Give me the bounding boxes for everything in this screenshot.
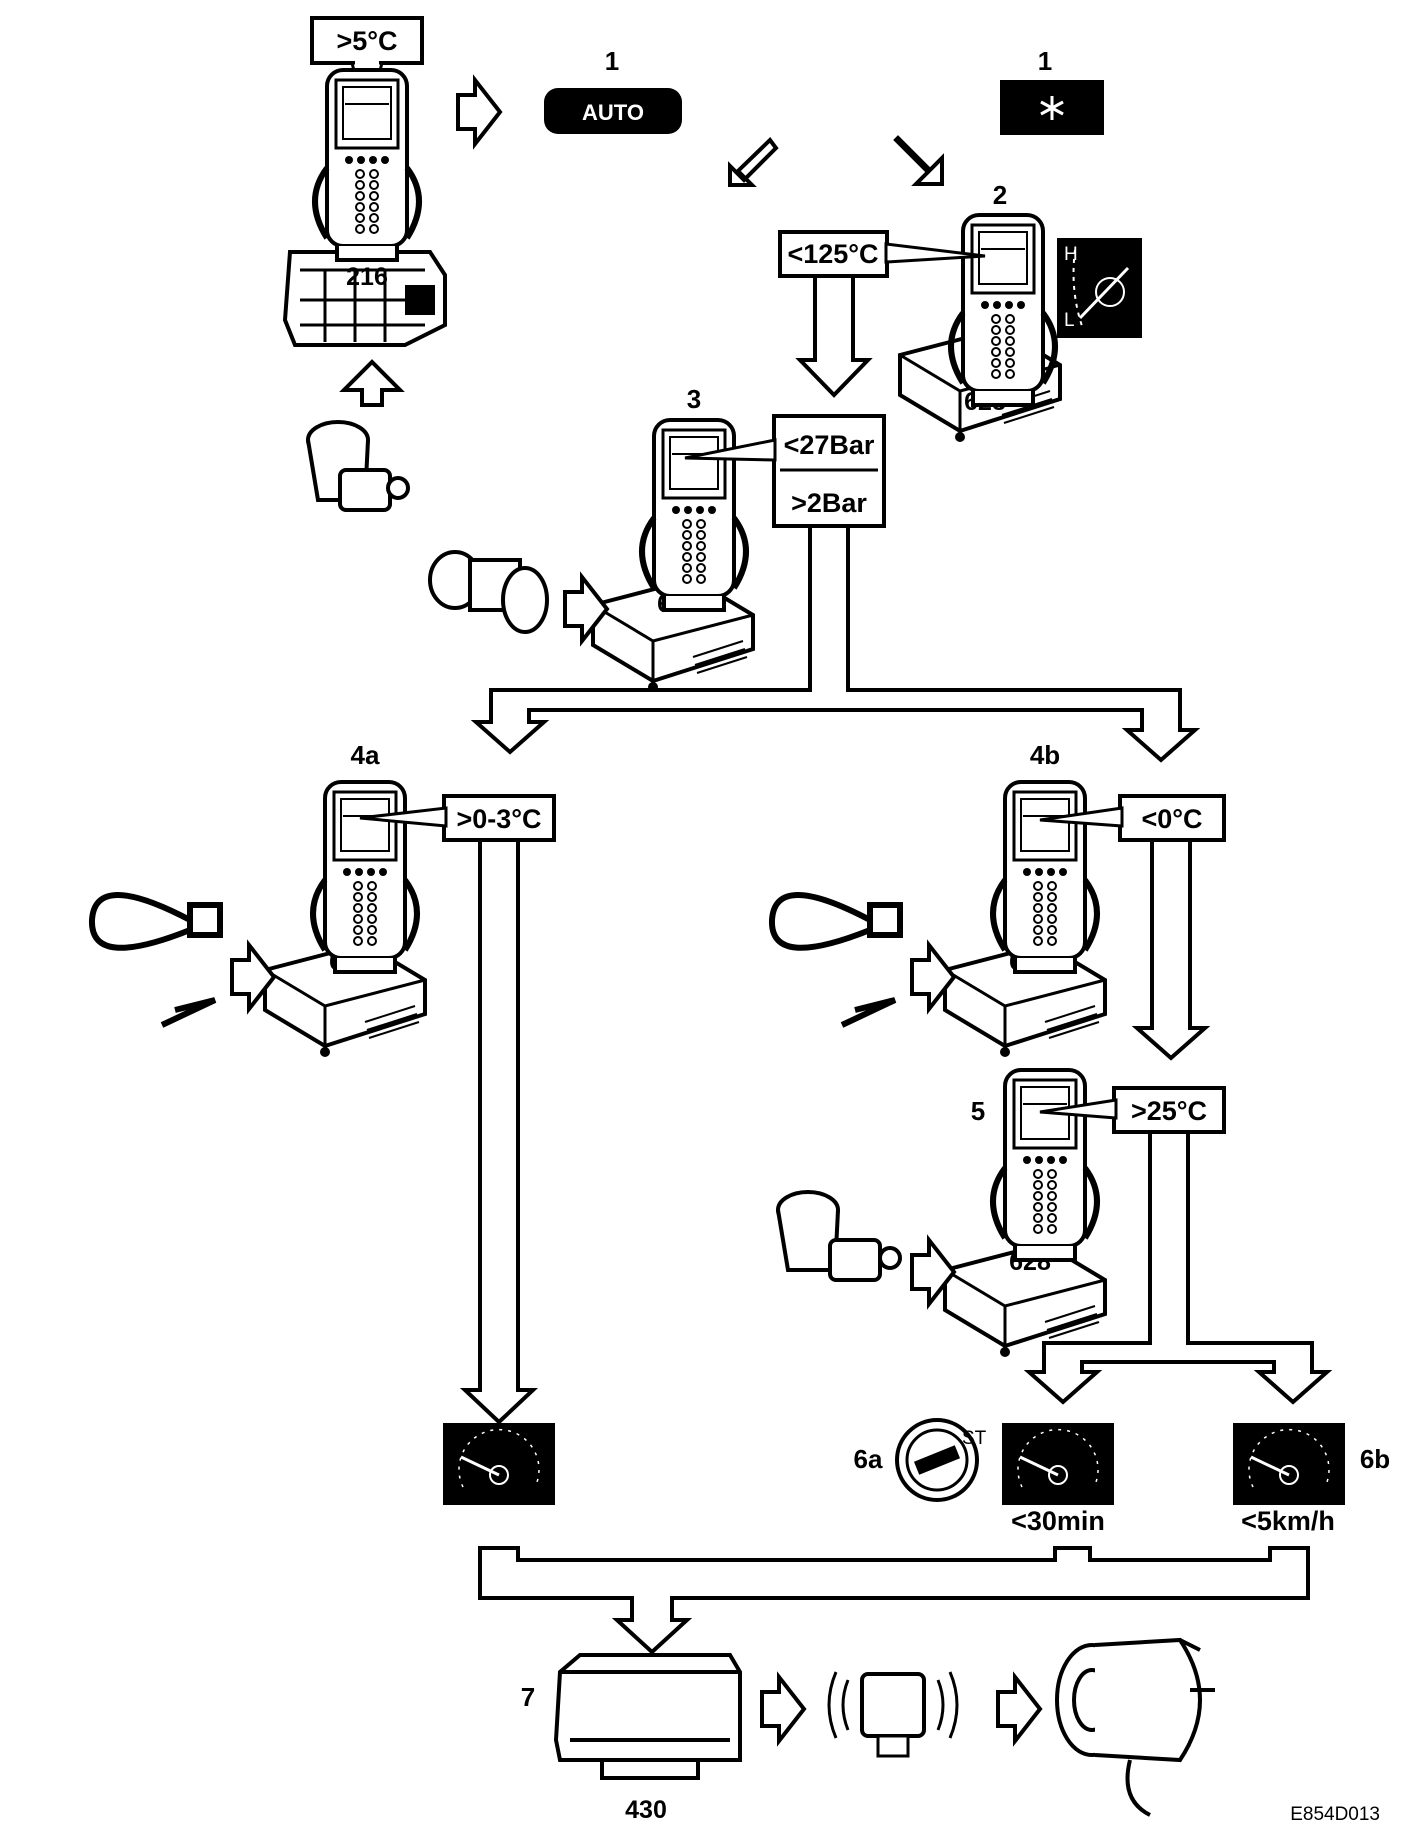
coolant-gauge-icon: H L <box>1057 238 1142 338</box>
temp-5-label: >25°C <box>1131 1096 1207 1126</box>
control-module-icon <box>553 1653 742 1780</box>
ac-compressor-icon <box>1055 1637 1215 1817</box>
step-3-label: 3 <box>687 384 701 414</box>
module-216-label: 216 <box>346 263 388 291</box>
step-4b-label: 4b <box>1030 740 1060 770</box>
step-2-label: 2 <box>993 180 1007 210</box>
gauge-l-label: L <box>1064 310 1075 331</box>
temperature-probe-icon <box>88 892 223 1028</box>
diagnostic-tester-icon <box>315 70 419 260</box>
gauge-icon <box>441 1421 557 1507</box>
time-6a-label: <30min <box>1011 1506 1105 1536</box>
ambient-temp-label: >5°C <box>336 26 397 56</box>
step-5-label: 5 <box>971 1096 985 1126</box>
snowflake-icon <box>1040 96 1064 120</box>
pressure-max-label: <27Bar <box>784 430 875 460</box>
temperature-probe-icon <box>768 892 903 1028</box>
step-6b-label: 6b <box>1360 1444 1390 1474</box>
evap-temp-4a-label: >0-3°C <box>456 804 541 834</box>
temperature-sensor-icon <box>306 420 410 512</box>
diagnostic-tester-icon <box>993 1070 1097 1260</box>
figure-ref-label: E854D013 <box>1290 1804 1380 1825</box>
pressure-min-label: >2Bar <box>791 488 867 518</box>
ac-button: 1 <box>1000 46 1104 135</box>
control-head-216: 216 <box>282 250 447 347</box>
coolant-temp-label: <125°C <box>787 239 878 269</box>
evap-temp-4b-box <box>1118 794 1226 842</box>
ignition-st-label: ST <box>962 1428 987 1449</box>
evap-temp-4b-label: <0°C <box>1141 804 1202 834</box>
module-430-label: 430 <box>625 1796 667 1824</box>
gauge-h-label: H <box>1064 244 1078 265</box>
gauge-icon <box>1231 1421 1347 1507</box>
temperature-sensor-icon <box>776 1190 902 1282</box>
relay-icon <box>827 1671 959 1758</box>
speed-6b-label: <5km/h <box>1241 1506 1335 1536</box>
step-4a-label: 4a <box>351 740 380 770</box>
gauge-icon <box>1000 1421 1116 1507</box>
step-1b-label: 1 <box>1038 46 1052 76</box>
auto-button: 1 AUTO <box>544 46 682 134</box>
ignition-switch-icon: ST <box>895 1418 987 1502</box>
step-1-label: 1 <box>605 46 619 76</box>
diagnostic-tester-icon <box>993 782 1097 972</box>
diagnostic-tester-icon <box>313 782 417 972</box>
auto-button-label: AUTO <box>582 100 644 125</box>
pressure-sensor-icon <box>428 550 549 634</box>
step-7-label: 7 <box>521 1682 535 1712</box>
diagnostic-tester-icon <box>951 215 1055 405</box>
step-6a-label: 6a <box>854 1444 883 1474</box>
